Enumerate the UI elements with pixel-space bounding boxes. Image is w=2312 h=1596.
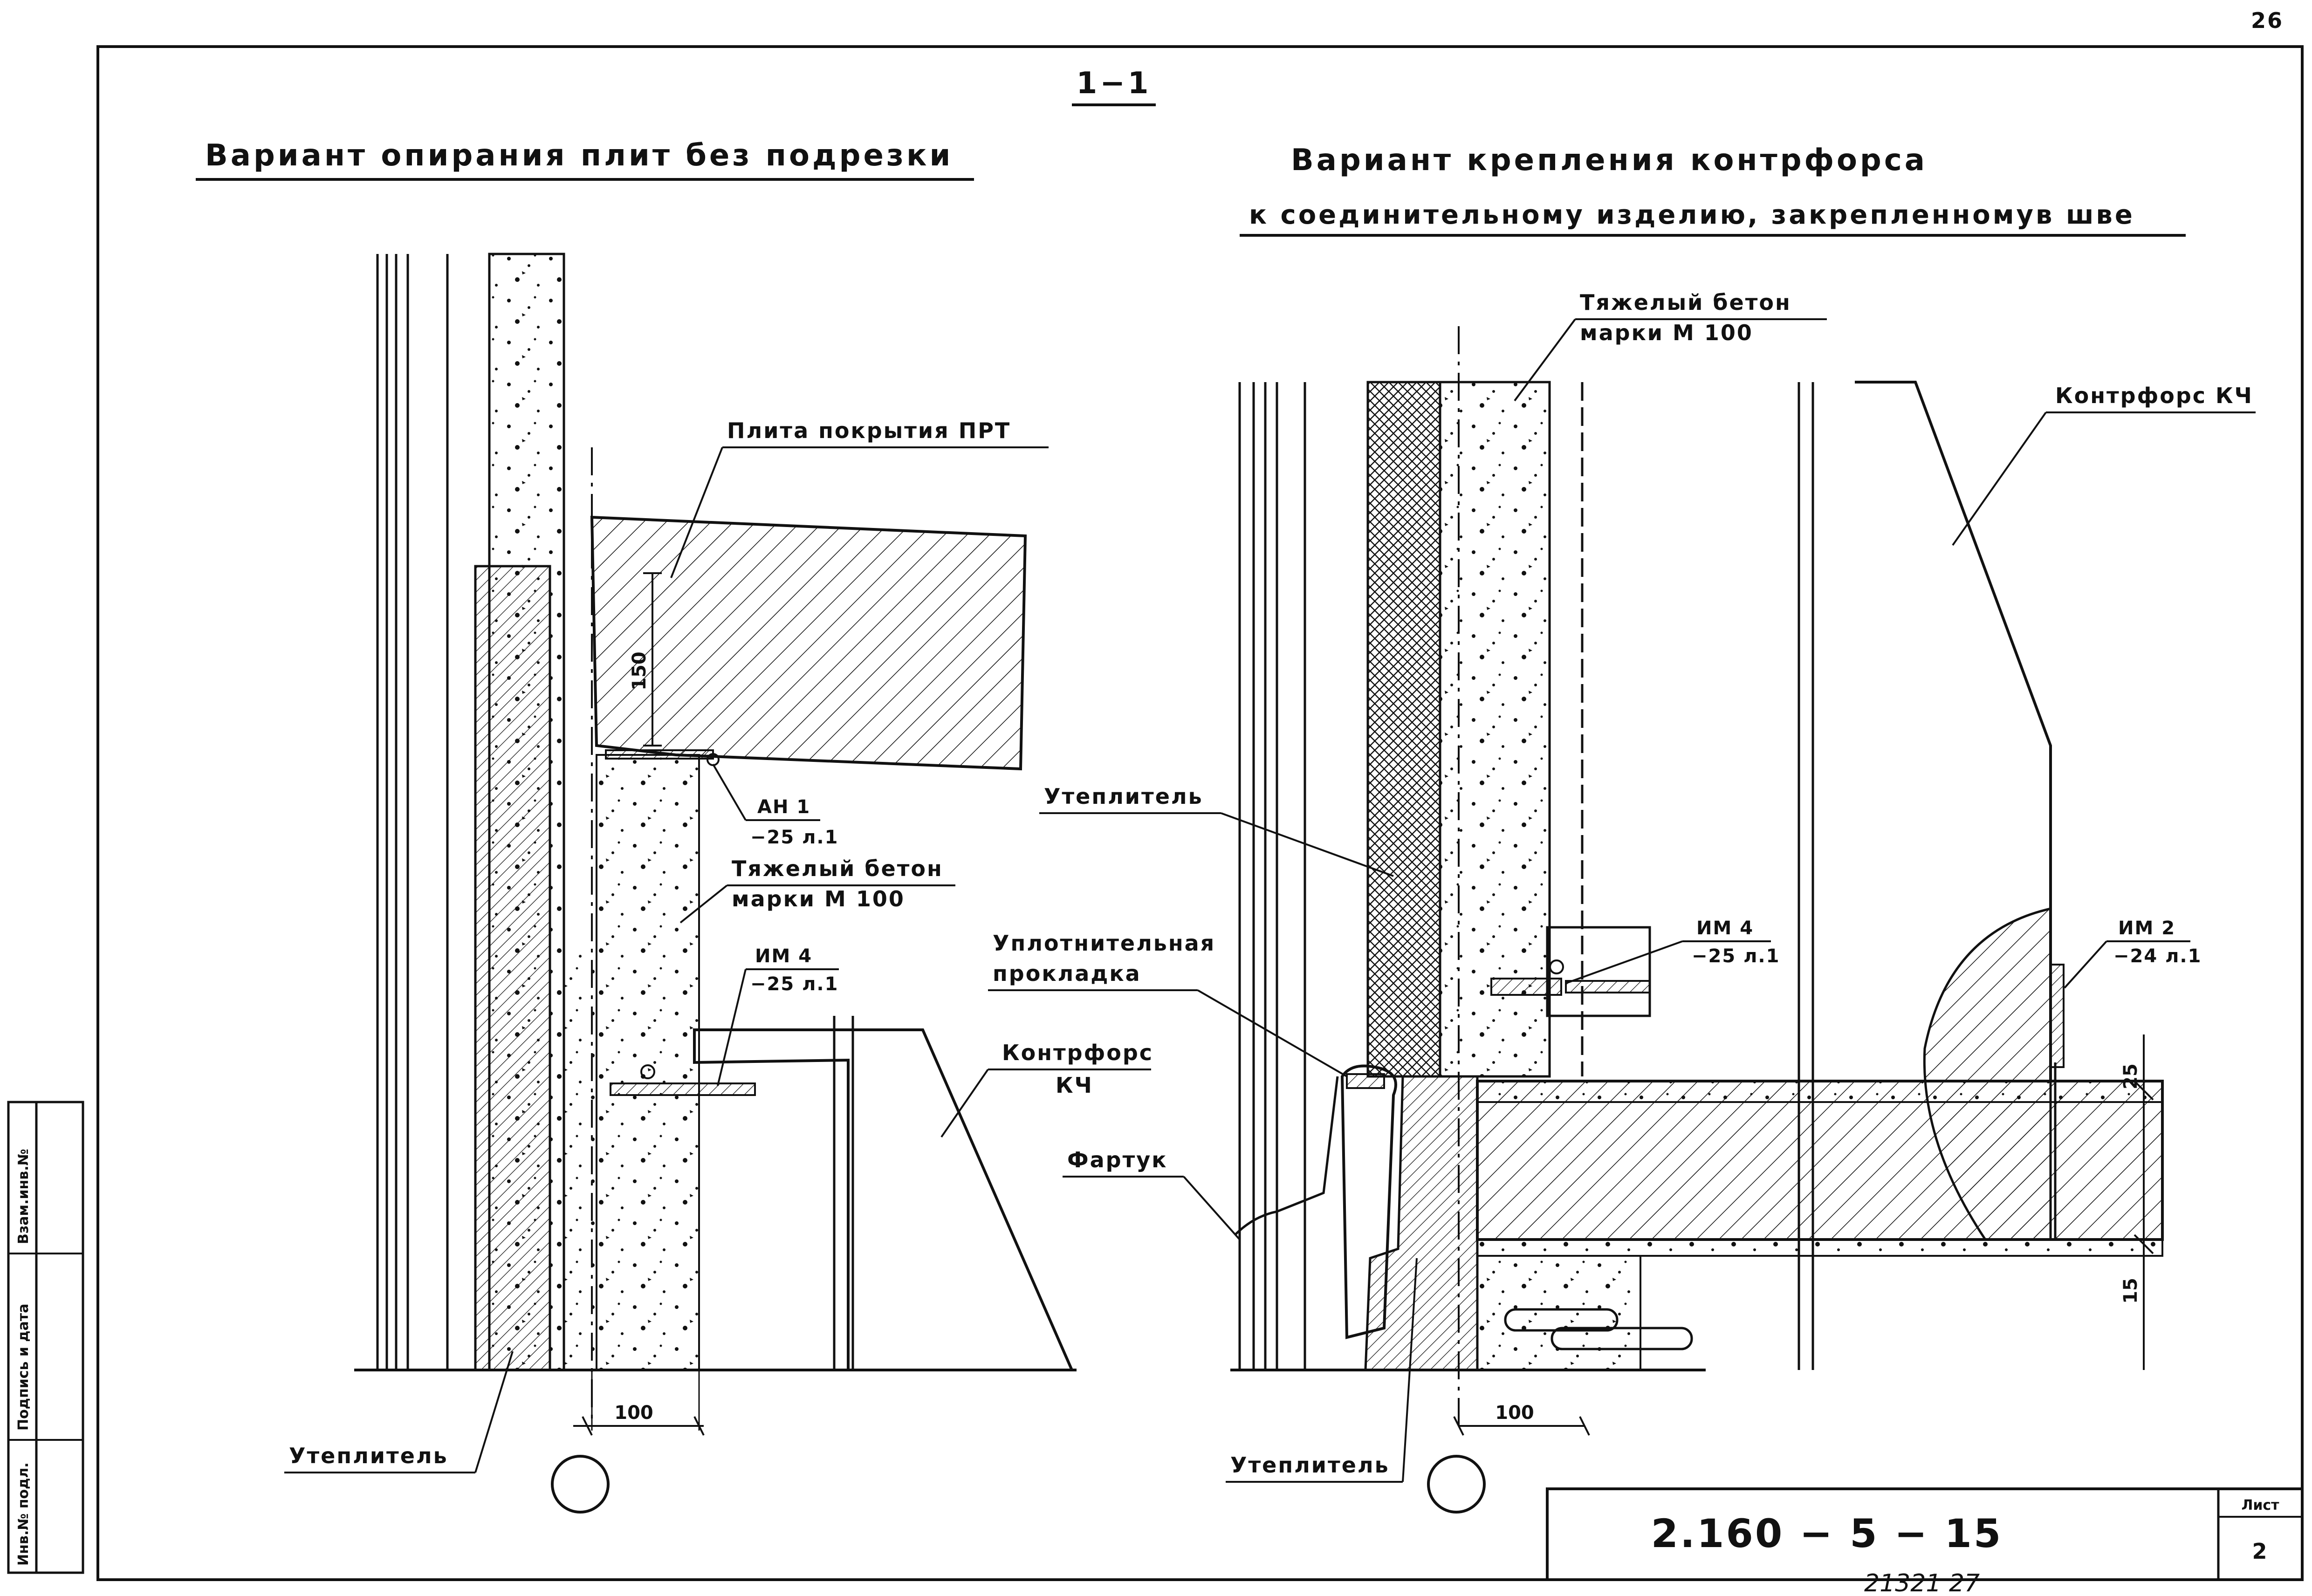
heavy-concrete-fill [596, 754, 700, 1371]
label-an1-ref: −25 л.1 [750, 827, 838, 848]
section-mark: 1−1 [1072, 66, 1156, 106]
buttress-kch [693, 1028, 1074, 1371]
right-concrete-layer [1439, 381, 1551, 1078]
side-stamp: Инв.№ подл. Подпись и дата Взам.инв.№ [7, 1101, 84, 1574]
svg-text:1−1: 1−1 [1077, 66, 1152, 101]
svg-text:15: 15 [2120, 1278, 2141, 1304]
right-wall-lines [1238, 382, 1306, 1370]
label-insulation-left: Утеплитель [289, 1443, 448, 1468]
label-an1: АН 1 [757, 796, 810, 818]
svg-text:100: 100 [614, 1402, 653, 1424]
svg-text:25: 25 [2120, 1063, 2141, 1089]
svg-text:100: 100 [1495, 1402, 1534, 1424]
sheet-frame [96, 45, 2304, 1581]
label-im2: ИМ 2 [2118, 918, 2175, 939]
label-heavy-concrete-r1: Тяжелый бетон [1580, 290, 1791, 315]
page-number: 26 [2251, 8, 2284, 33]
label-im4-right: ИМ 4 [1696, 918, 1754, 939]
label-seal-1: Уплотнительная [993, 931, 1215, 956]
label-apron: Фартук [1067, 1147, 1167, 1172]
label-insulation-bottom: Утеплитель [1230, 1452, 1390, 1478]
bearing-plate-an1 [605, 749, 714, 760]
anchor-bars [1504, 1308, 1693, 1350]
right-detail-title-2: к соединительному изделию, закрепленному… [1249, 200, 2135, 230]
floor-slab [1476, 1080, 2164, 1241]
doc-number: 2.160 − 5 − 15 [1651, 1511, 2003, 1556]
right-insulation [1366, 381, 1441, 1078]
apron [1340, 1064, 1397, 1339]
stamp-replacement-inv: Взам.инв.№ [15, 1149, 32, 1244]
axis-bubble-right [1427, 1455, 1486, 1514]
wall-insulation [474, 565, 551, 1371]
buttress-haunch [1923, 907, 2052, 1241]
label-insulation-top: Утеплитель [1044, 784, 1203, 809]
dim-100-right: 100 [1453, 1402, 1590, 1436]
label-heavy-concrete-1: Тяжелый бетон [732, 856, 943, 881]
bottom-insulation [1364, 1075, 1479, 1371]
label-im4-left-ref: −25 л.1 [750, 973, 838, 995]
left-detail-title: Вариант опирания плит без подрезки [205, 138, 953, 173]
stamp-inv-no: Инв.№ подл. [15, 1462, 32, 1566]
svg-text:150: 150 [629, 651, 650, 691]
right-detail: Вариант крепления контрфорса к соедините… [988, 143, 2256, 1514]
label-slab: Плита покрытия ПРТ [727, 418, 1011, 443]
dim-100-left: 100 [573, 1370, 705, 1436]
wall-panel-lines [376, 254, 491, 1370]
embedded-plate-im4 [610, 1082, 756, 1096]
footer-handwritten: 21321 27 [1864, 1569, 1980, 1596]
label-seal-2: прокладка [993, 961, 1141, 986]
stamp-signature-date: Подпись и дата [15, 1304, 32, 1431]
right-detail-title-1: Вариант крепления контрфорса [1291, 143, 1928, 178]
label-im4-right-ref: −25 л.1 [1692, 945, 1780, 967]
left-detail: Вариант опирания плит без подрезки [196, 138, 1153, 1514]
label-im4-left: ИМ 4 [755, 945, 812, 967]
seal-pad [1346, 1073, 1385, 1089]
embedded-plate-im2 [2050, 964, 2065, 1068]
axis-bubble-left [551, 1455, 610, 1514]
label-buttress-left-2: КЧ [1056, 1073, 1093, 1098]
dim-right-vertical: 25 15 [2120, 1034, 2154, 1370]
roof-slab [590, 515, 1027, 771]
embedded-plate-im4-right [1490, 978, 1562, 996]
sheet-label: Лист [2241, 1497, 2279, 1514]
label-heavy-concrete-2: марки М 100 [732, 886, 905, 911]
label-im2-ref: −24 л.1 [2113, 945, 2202, 967]
label-buttress-left-1: Контрфорс [1002, 1040, 1153, 1065]
sheet-value: 2 [2252, 1539, 2268, 1564]
label-heavy-concrete-r2: марки М 100 [1580, 320, 1753, 345]
dim-150: 150 [629, 572, 662, 747]
label-buttress-right: Контрфорс КЧ [2055, 383, 2253, 408]
title-block: 2.160 − 5 − 15 Лист 2 [1546, 1487, 2304, 1581]
